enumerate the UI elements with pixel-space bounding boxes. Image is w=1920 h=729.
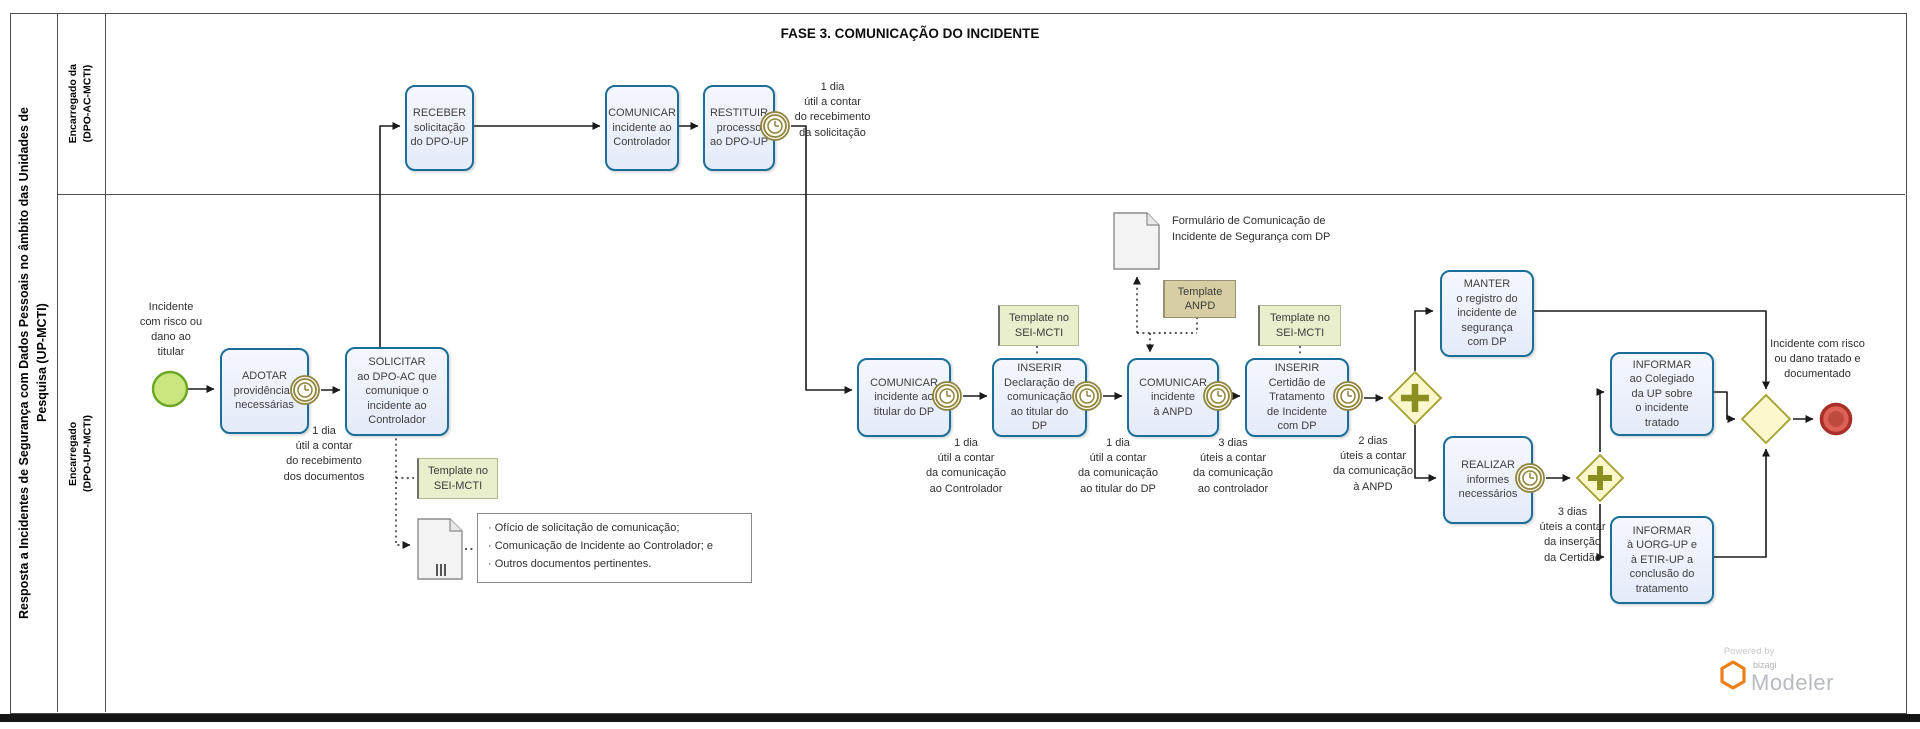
formulario-document[interactable] — [1113, 212, 1161, 271]
start-event[interactable] — [150, 369, 190, 409]
timer-note-inserir-declaracao: 1 dia útil a contar da comunicação ao ti… — [1077, 437, 1159, 495]
parallel-gateway-1[interactable] — [1387, 370, 1443, 426]
end-event[interactable] — [1817, 400, 1855, 438]
bizagi-wordmark: bizagi — [1753, 660, 1777, 670]
flow-informarcolegiado-gatewayfinal — [1711, 391, 1736, 423]
timer-boundary-inserir-certidao[interactable] — [1330, 378, 1366, 414]
timer-boundary-adotar[interactable] — [287, 372, 323, 408]
lane-label-strip-bottom: Encarregado (DPO-UP-MCTI) — [57, 194, 106, 712]
task-inserir-declaracao[interactable]: INSERIR Declaração de comunicação ao tit… — [992, 358, 1087, 437]
start-event-label: Incidente com risco ou dano ao titular — [139, 301, 203, 358]
timer-note-restituir: 1 dia útil a contar do recebimento da so… — [794, 81, 871, 139]
document-list-box: · Ofício de solicitação de comunicação; … — [477, 513, 752, 583]
flow-manter-gatewayfinal — [1531, 310, 1770, 390]
timer-boundary-restituir[interactable] — [757, 108, 793, 144]
powered-by-label: Powered by — [1724, 646, 1775, 656]
timer-boundary-inserir-declaracao[interactable] — [1069, 378, 1105, 414]
task-inserir-certidao[interactable]: INSERIR Certidão de Tratamento de Incide… — [1245, 358, 1349, 437]
pool-title-strip: Resposta a Incidentes de Segurança com D… — [10, 13, 58, 712]
flow-gateway2-informaruorg — [1596, 504, 1605, 561]
timer-note-realizar: 3 dias úteis a contar da inserção da Cer… — [1539, 506, 1606, 564]
annotation-template-sei-3: Template no SEI-MCTI — [1258, 305, 1341, 346]
timer-note-inserir-certidao: 2 dias úteis a contar da comunicação à A… — [1332, 435, 1414, 493]
timer-note-comunicar-anpd: 3 dias úteis a contar da comunicação ao … — [1192, 437, 1274, 495]
flow-gateway1-realizar — [1414, 425, 1437, 482]
bizagi-hexagon-icon — [1720, 660, 1746, 690]
timer-note-adotar: 1 dia útil a contar do recebimento dos d… — [283, 425, 365, 483]
end-event-label: Incidente com risco ou dano tratado e do… — [1770, 338, 1865, 380]
task-comunicar-incidente-controlador[interactable]: COMUNICAR incidente ao Controlador — [605, 85, 679, 171]
merge-gateway-final[interactable] — [1740, 393, 1792, 445]
task-manter-registro[interactable]: MANTER o registro do incidente de segura… — [1440, 270, 1534, 357]
phase-title: FASE 3. COMUNICAÇÃO DO INCIDENTE — [780, 26, 1040, 41]
task-informar-uorg-etir[interactable]: INFORMAR à UORG-UP e à ETIR-UP a conclus… — [1610, 516, 1714, 604]
timer-boundary-comunicar-titular[interactable] — [929, 378, 965, 414]
documents-artifact[interactable] — [417, 518, 464, 581]
flow-gateway1-manter — [1414, 307, 1434, 371]
flow-solicitar-receber — [379, 122, 401, 347]
annotation-template-sei-1: Template no SEI-MCTI — [417, 458, 498, 499]
task-receber-solicitacao[interactable]: RECEBER solicitação do DPO-UP — [405, 85, 474, 171]
timer-boundary-realizar[interactable] — [1512, 460, 1548, 496]
pool-border — [10, 13, 1907, 714]
timer-boundary-comunicar-anpd[interactable] — [1200, 378, 1236, 414]
parallel-gateway-2[interactable] — [1575, 453, 1625, 503]
lane-divider — [57, 194, 1905, 195]
assoc-solicitar-doc — [395, 433, 411, 549]
flow-gateway2-informarcolegiado — [1596, 388, 1605, 452]
timer-note-comunicar-titular: 1 dia útil a contar da comunicação ao Co… — [925, 437, 1007, 495]
task-informar-colegiado[interactable]: INFORMAR ao Colegiado da UP sobre o inci… — [1610, 352, 1714, 436]
flow-informaruorg-gatewayfinal — [1711, 448, 1770, 558]
bottom-window-edge — [0, 714, 1920, 722]
task-solicitar-dpo-ac[interactable]: SOLICITAR ao DPO-AC que comunique o inci… — [345, 347, 449, 436]
annotation-template-sei-2: Template no SEI-MCTI — [998, 305, 1079, 346]
flow-restituir-comunicartitular — [791, 125, 853, 394]
annotation-template-anpd: Template ANPD — [1163, 280, 1236, 318]
formulario-label: Formulário de Comunicação de Incidente d… — [1172, 215, 1331, 243]
lane-label-strip-top: Encarregado da (DPO-AC-MCTI) — [57, 13, 106, 194]
modeler-wordmark[interactable]: Modeler — [1751, 670, 1834, 695]
